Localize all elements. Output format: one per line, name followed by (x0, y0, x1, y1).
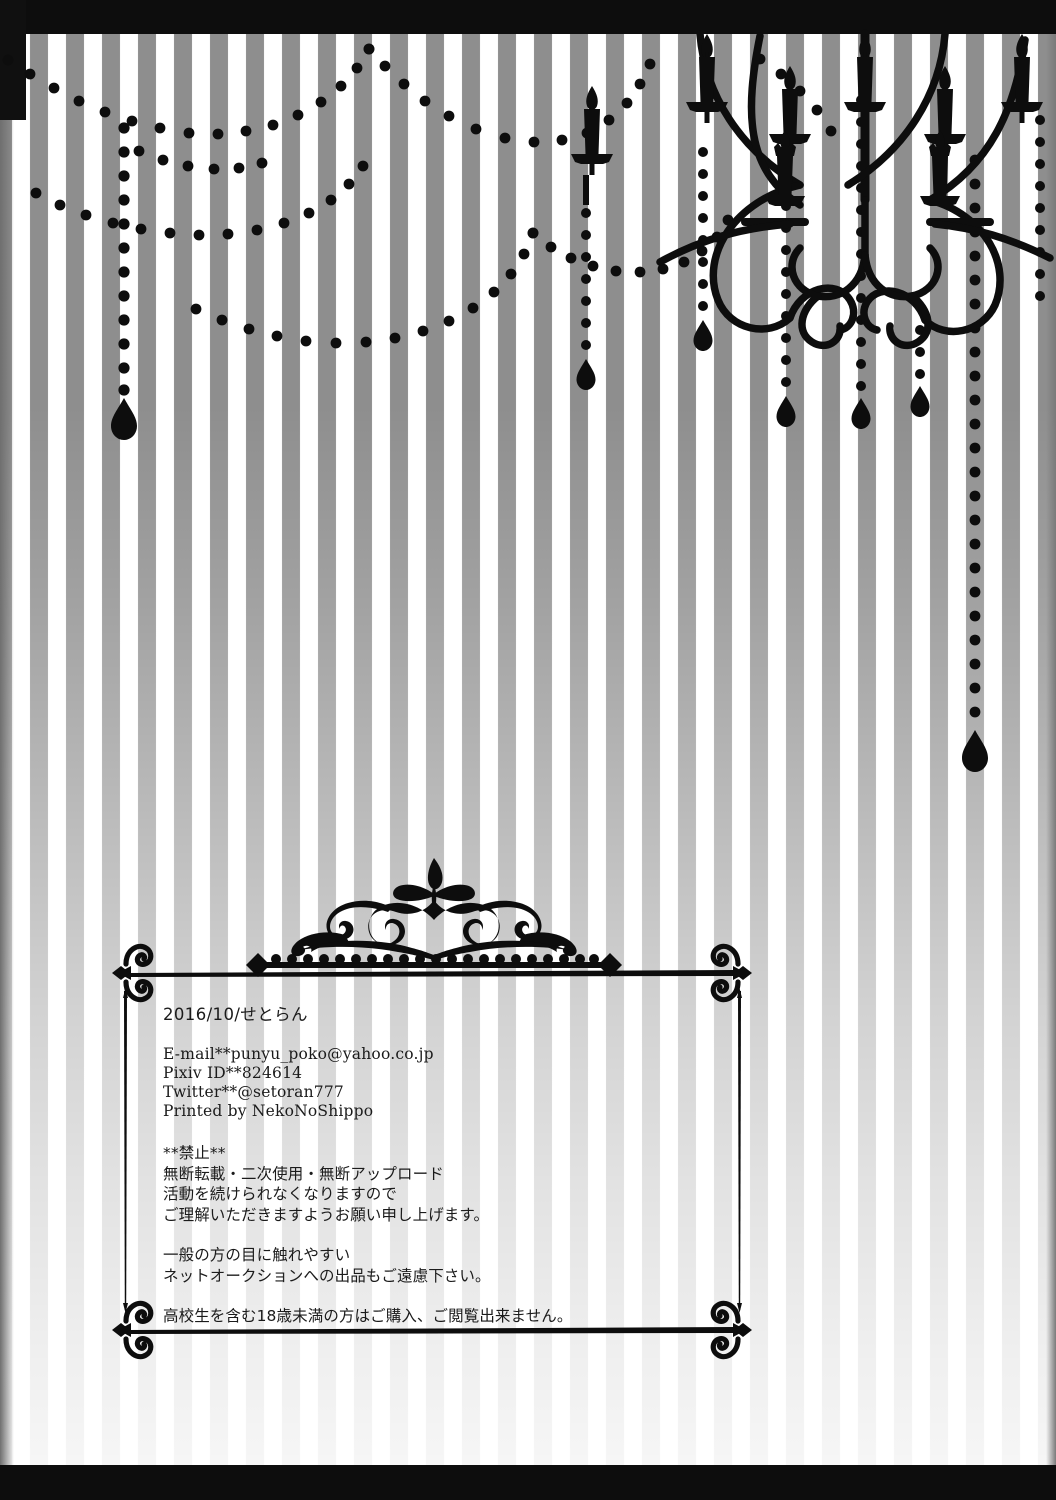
notice-spacer-1 (163, 1225, 763, 1245)
prohibition-heading: **禁止** (163, 1144, 226, 1162)
scan-border-bottom (0, 1465, 1056, 1500)
auction-line-1: 一般の方の目に触れやすい (163, 1246, 351, 1264)
date-circle-line: 2016/10/せとらん (163, 1005, 308, 1024)
scan-corner-top-left (0, 0, 26, 120)
colophon-text: 2016/10/せとらん E-mail**punyu_poko@yahoo.co… (163, 1001, 763, 1327)
printer-line: Printed by NekoNoShippo (163, 1102, 374, 1120)
auction-line-2: ネットオークションへの出品もご遠慮下さい。 (163, 1266, 491, 1285)
scan-edge-right (1046, 34, 1056, 1465)
age-restriction-line: 高校生を含む18歳未満の方はご購入、ご閲覧出来ません。 (163, 1307, 573, 1325)
prohibition-line-3: ご理解いただきますようお願い申し上げます。 (163, 1205, 490, 1224)
contact-block: E-mail**punyu_poko@yahoo.co.jp Pixiv ID*… (163, 1045, 763, 1121)
pixiv-line: Pixiv ID**824614 (163, 1064, 303, 1082)
notice-block: **禁止** 無断転載・二次使用・無断アップロード 活動を続けられなくなりますの… (163, 1143, 763, 1327)
scan-border-top (0, 0, 1056, 34)
prohibition-line-2: 活動を続けられなくなりますので (163, 1185, 398, 1203)
email-line: E-mail**punyu_poko@yahoo.co.jp (163, 1045, 434, 1063)
scan-edge-left (0, 0, 14, 1500)
twitter-line: Twitter**@setoran777 (163, 1083, 344, 1101)
notice-spacer-2 (163, 1286, 763, 1306)
prohibition-line-1: 無断転載・二次使用・無断アップロード (163, 1164, 444, 1183)
